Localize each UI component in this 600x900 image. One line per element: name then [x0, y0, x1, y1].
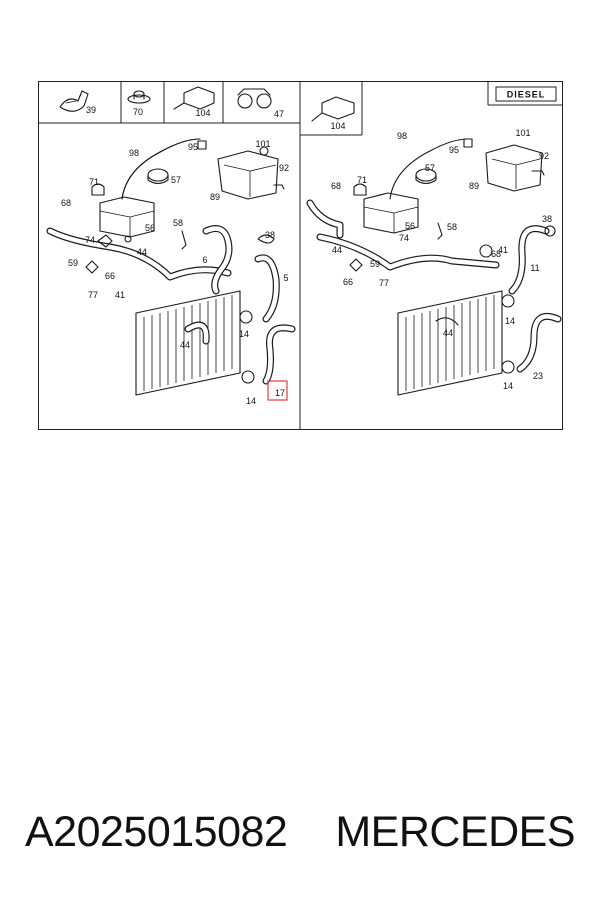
callout-header-70: 70	[133, 107, 143, 117]
callout-right-14: 14	[503, 381, 513, 391]
callout-right-11: 11	[530, 263, 539, 273]
callout-left-44: 44	[180, 340, 190, 350]
callout-left-58: 58	[173, 218, 183, 228]
callout-left-71: 71	[89, 177, 99, 187]
callout-right-58: 58	[447, 222, 457, 232]
part-number: A2025015082	[24, 807, 288, 856]
callout-right-44: 44	[443, 328, 453, 338]
right-assembly	[306, 138, 562, 396]
callout-left-66: 66	[105, 271, 115, 281]
callout-right-92: 92	[539, 151, 549, 161]
callout-right-95: 95	[449, 145, 459, 155]
callout-left-68: 68	[61, 198, 71, 208]
callout-left-57: 57	[171, 175, 181, 185]
callout-left-74: 74	[85, 235, 95, 245]
bracket-104-right-icon	[311, 96, 355, 122]
callout-right-68: 68	[491, 249, 501, 259]
callout-right-59: 59	[370, 259, 380, 269]
callout-left-92: 92	[279, 163, 289, 173]
callout-left-6: 6	[202, 255, 207, 265]
callout-left-14: 14	[239, 329, 249, 339]
callout-left-59: 59	[68, 258, 78, 268]
callout-right-101: 101	[515, 128, 530, 138]
callout-right-23: 23	[533, 371, 543, 381]
callout-left-5: 5	[283, 273, 288, 283]
callout-left-41: 41	[115, 290, 125, 300]
callout-header-39: 39	[86, 105, 96, 115]
callout-right-14: 14	[505, 316, 515, 326]
callout-left-56: 56	[145, 223, 155, 233]
callout-right-89: 89	[469, 181, 479, 191]
callout-left-89: 89	[210, 192, 220, 202]
callout-left-14: 14	[246, 396, 256, 406]
callout-header-104: 104	[330, 121, 345, 131]
clip-39-icon	[59, 90, 89, 112]
callout-right-41: 41	[498, 245, 508, 255]
callout-left-77: 77	[88, 290, 98, 300]
callout-right-74: 74	[399, 233, 409, 243]
diesel-badge	[495, 86, 557, 102]
caption: A2025015082 MERCEDES	[0, 802, 600, 862]
left-assembly	[46, 138, 296, 396]
callout-right-38: 38	[542, 214, 552, 224]
callout-right-56: 56	[405, 221, 415, 231]
parts-diagram: DIESEL	[38, 81, 563, 430]
hose-clamp-47-icon	[237, 88, 272, 109]
bracket-104-icon	[173, 86, 215, 110]
callout-left-95: 95	[188, 142, 198, 152]
grommet-70-icon	[127, 90, 151, 104]
brand-name: MERCEDES	[335, 807, 576, 856]
callout-left-38: 38	[265, 230, 275, 240]
callout-right-68: 68	[331, 181, 341, 191]
callout-right-71: 71	[357, 175, 367, 185]
callout-right-66: 66	[343, 277, 353, 287]
callout-right-98: 98	[397, 131, 407, 141]
callout-header-47: 47	[274, 109, 284, 119]
callout-right-57: 57	[425, 163, 435, 173]
callout-left-44: 44	[137, 247, 147, 257]
callout-left-98: 98	[129, 148, 139, 158]
callout-right-77: 77	[379, 278, 389, 288]
callout-right-44: 44	[332, 245, 342, 255]
callout-header-104: 104	[195, 108, 210, 118]
callout-left-17: 17	[275, 388, 285, 398]
diesel-badge-text: DIESEL	[507, 90, 546, 100]
highlight-box-17	[267, 380, 288, 401]
callout-left-101: 101	[255, 139, 270, 149]
